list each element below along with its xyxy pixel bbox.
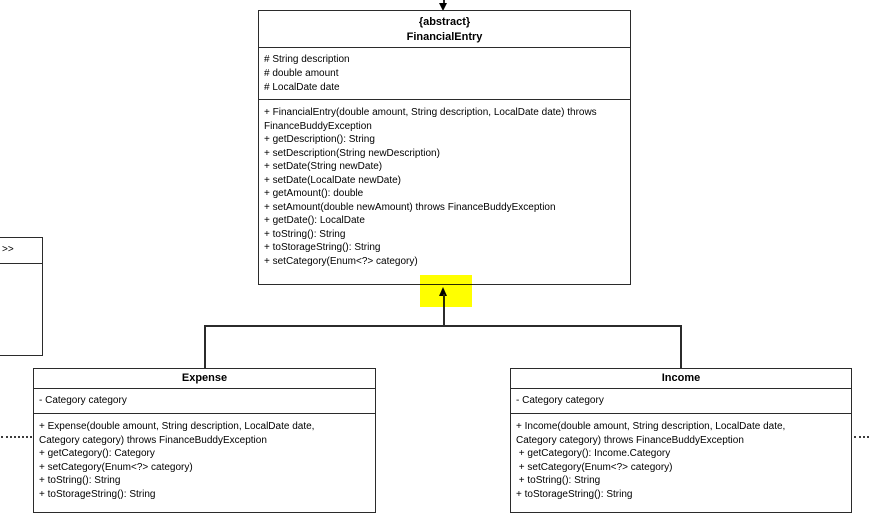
class-attributes: - Category category <box>34 389 375 414</box>
method-line: + Expense(double amount, String descript… <box>39 421 315 446</box>
class-box-financialentry: {abstract} FinancialEntry # String descr… <box>258 10 631 285</box>
method-line: + toString(): String <box>516 475 601 486</box>
class-methods: + Expense(double amount, String descript… <box>34 414 375 512</box>
class-attributes: - Category category <box>511 389 851 414</box>
class-attributes: # String description # double amount # Loc… <box>259 48 630 100</box>
class-name: Expense <box>34 369 375 389</box>
method-line: + toStorageString(): String <box>39 488 156 500</box>
method-line: + setDescription(String newDescription) <box>264 147 440 159</box>
attribute-line: # double amount <box>264 68 339 79</box>
class-stereotype-fragment: >> <box>0 238 42 264</box>
attribute-line: # LocalDate date <box>264 82 340 93</box>
class-name: Income <box>511 369 851 389</box>
method-line: + setAmount(double newAmount) throws Fin… <box>264 201 556 213</box>
dotted-line-right <box>854 436 869 438</box>
class-methods: + FinancialEntry(double amount, String d… <box>259 100 630 284</box>
method-line: + toStorageString(): String <box>264 242 381 253</box>
method-line: + setDate(LocalDate newDate) <box>264 174 402 186</box>
class-header: {abstract} FinancialEntry <box>259 11 630 48</box>
generalization-drop-income <box>680 325 682 368</box>
class-box-expense: Expense - Category category + Expense(do… <box>33 368 376 513</box>
method-line: + getDescription(): String <box>264 134 375 145</box>
arrowhead-down-icon <box>439 3 447 11</box>
highlight-marker <box>420 275 472 307</box>
attribute-line: - Category category <box>39 395 127 406</box>
method-line: + getCategory(): Category <box>39 448 155 459</box>
top-association-line <box>443 0 445 5</box>
generalization-drop-expense <box>204 325 206 368</box>
method-line: + Income(double amount, String descripti… <box>516 421 786 446</box>
class-name: FinancialEntry <box>406 31 483 43</box>
attribute-line: # String description <box>264 54 350 65</box>
method-line: + getCategory(): Income.Category <box>516 448 671 459</box>
attribute-line: - Category category <box>516 395 604 406</box>
method-line: + setCategory(Enum<?> category) <box>39 461 193 473</box>
method-line: + setCategory(Enum<?> category) <box>516 461 673 473</box>
method-line: + getDate(): LocalDate <box>264 215 365 226</box>
class-box-income: Income - Category category + Income(doub… <box>510 368 852 513</box>
method-line: + FinancialEntry(double amount, String d… <box>264 107 597 132</box>
class-box-partial-left: >> <box>0 237 43 356</box>
method-line: + toStorageString(): String <box>516 488 633 500</box>
class-methods: + Income(double amount, String descripti… <box>511 414 851 512</box>
generalization-arrow-shaft <box>443 294 445 326</box>
class-stereotype: {abstract} <box>418 16 471 28</box>
method-line: + toString(): String <box>39 475 121 486</box>
generalization-horizontal-line <box>204 325 682 327</box>
method-line: + setCategory(Enum<?> category) <box>264 255 418 267</box>
method-line: + getAmount(): double <box>264 188 364 199</box>
method-line: + setDate(String newDate) <box>264 161 383 172</box>
method-line: + toString(): String <box>264 228 346 240</box>
dotted-line-left <box>1 436 32 438</box>
